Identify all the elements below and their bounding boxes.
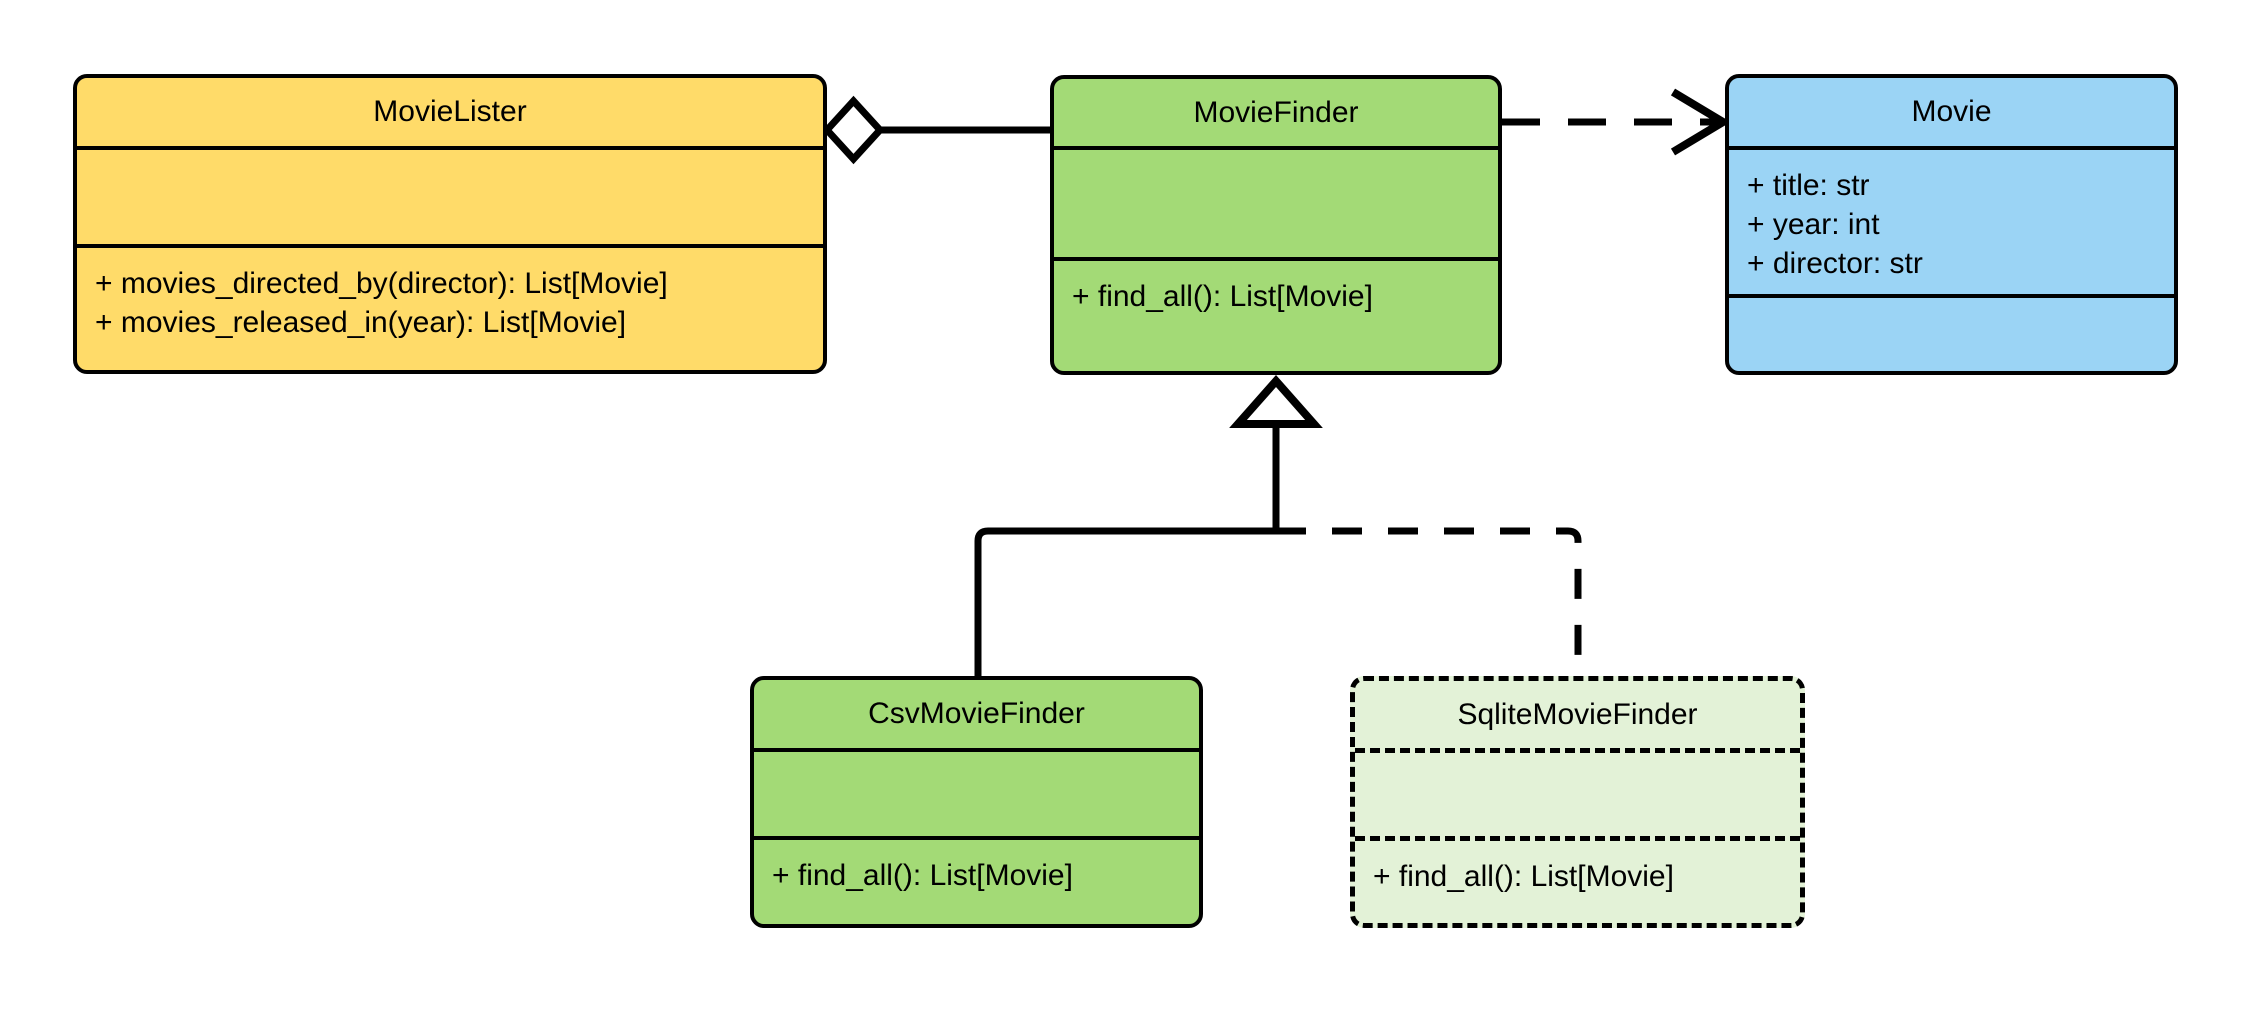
edge-generalization-csv xyxy=(974,527,1276,676)
methods-compartment-movie-finder: + find_all(): List[Movie] xyxy=(1054,257,1498,371)
method-item: + movies_directed_by(director): List[Mov… xyxy=(95,267,668,300)
method-item: + find_all(): List[Movie] xyxy=(1373,860,1674,893)
methods-compartment-csv-movie-finder: + find_all(): List[Movie] xyxy=(754,836,1199,924)
attribute-item: + title: str xyxy=(1747,169,1870,202)
class-box-csv-movie-finder[interactable]: CsvMovieFinder + find_all(): List[Movie] xyxy=(750,676,1203,928)
class-box-movie-lister[interactable]: MovieLister + movies_directed_by(directo… xyxy=(73,74,827,374)
class-name-csv-movie-finder: CsvMovieFinder xyxy=(868,697,1085,730)
edge-aggregation-lister-finder xyxy=(822,95,1050,165)
methods-compartment-sqlite-movie-finder: + find_all(): List[Movie] xyxy=(1355,836,1800,923)
attributes-compartment-movie-finder xyxy=(1054,146,1498,257)
edge-generalization-trunk xyxy=(1229,374,1323,531)
generalization-branch-csv xyxy=(974,527,1276,676)
method-item: + movies_released_in(year): List[Movie] xyxy=(95,306,627,339)
class-name-movie: Movie xyxy=(1911,95,1992,128)
attributes-compartment-csv-movie-finder xyxy=(754,748,1199,836)
methods-compartment-movie-lister: + movies_directed_by(director): List[Mov… xyxy=(77,244,823,370)
method-item: + find_all(): List[Movie] xyxy=(1072,280,1373,313)
open-arrow-marker xyxy=(1670,88,1731,156)
edge-generalization-sqlite xyxy=(1276,527,1582,676)
hollow-diamond-marker xyxy=(822,95,885,165)
class-box-movie[interactable]: Movie + title: str + year: int + directo… xyxy=(1725,74,2178,375)
class-box-movie-finder[interactable]: MovieFinder + find_all(): List[Movie] xyxy=(1050,75,1502,375)
class-name-sqlite-movie-finder: SqliteMovieFinder xyxy=(1457,698,1698,731)
attributes-compartment-movie: + title: str + year: int + director: str xyxy=(1729,146,2174,294)
attribute-item: + director: str xyxy=(1747,247,1923,280)
class-box-sqlite-movie-finder[interactable]: SqliteMovieFinder + find_all(): List[Mov… xyxy=(1350,676,1805,928)
generalization-branch-sqlite xyxy=(1276,527,1582,676)
class-name-movie-lister: MovieLister xyxy=(373,95,527,128)
edge-dependency-finder-movie xyxy=(1502,88,1731,156)
class-name-movie-finder: MovieFinder xyxy=(1193,96,1359,129)
method-item: + find_all(): List[Movie] xyxy=(772,859,1073,892)
methods-compartment-movie xyxy=(1729,294,2174,371)
attributes-compartment-sqlite-movie-finder xyxy=(1355,748,1800,836)
attribute-item: + year: int xyxy=(1747,208,1880,241)
hollow-triangle-marker xyxy=(1229,374,1323,428)
attributes-compartment-movie-lister xyxy=(77,146,823,244)
